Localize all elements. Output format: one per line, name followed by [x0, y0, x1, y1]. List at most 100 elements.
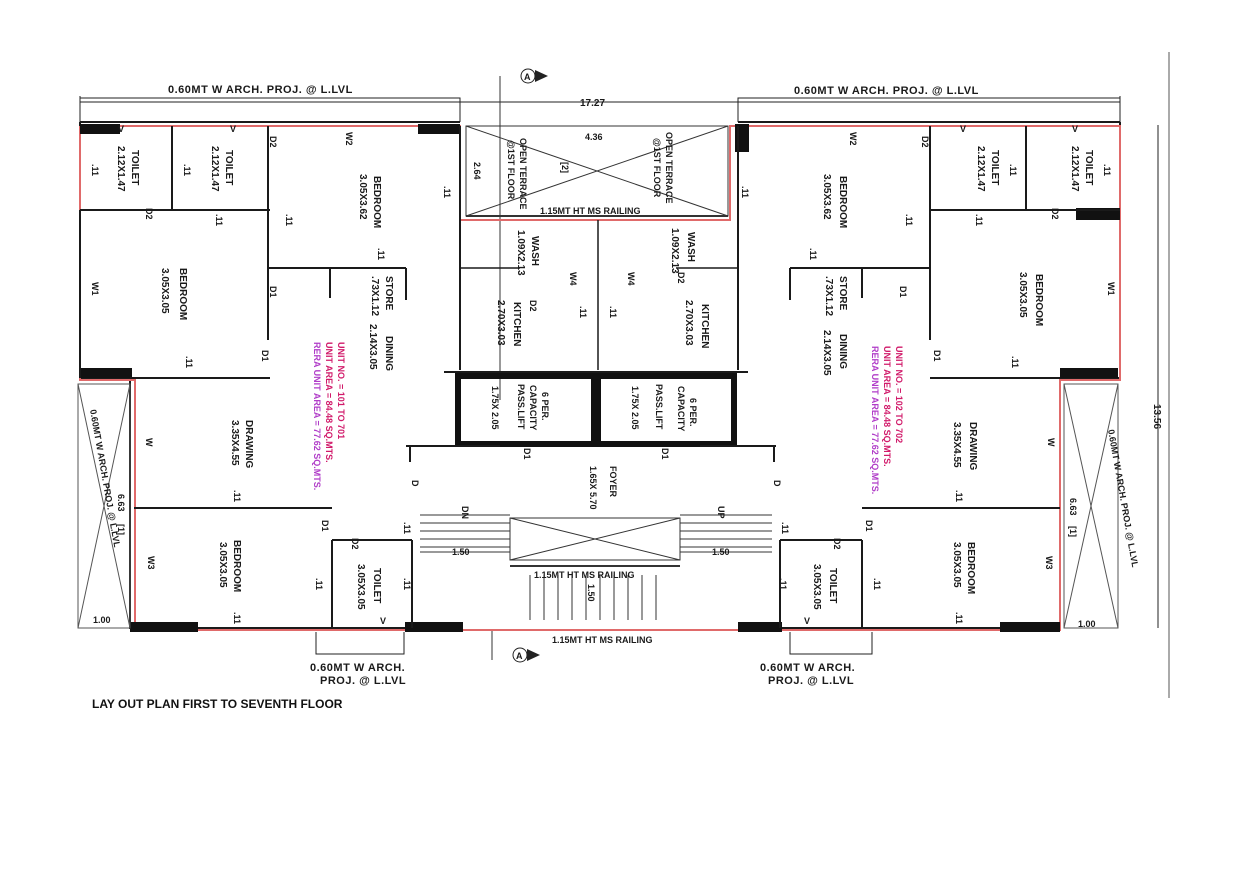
lift-2-line1: 6 PER. [688, 398, 698, 427]
bottom-projection-left-line2: PROJ. @ L.LVL [320, 675, 406, 687]
svg-text:.11: .11 [954, 612, 964, 624]
projection-right-dim: 1.00 [1078, 619, 1096, 629]
side-projection-left [77, 383, 131, 629]
left-toilet-2-name: TOILET [223, 150, 234, 185]
side-projection-right-label: 0.60MT W ARCH. PROJ. @ L.LVL [1106, 429, 1140, 569]
left-toilet-3-name: TOILET [371, 568, 382, 603]
svg-text:W3: W3 [1044, 556, 1054, 570]
lift-lobby-lines [406, 371, 776, 462]
lift-shafts [455, 373, 737, 447]
svg-text:.11: .11 [232, 490, 242, 502]
svg-text:D2: D2 [528, 300, 538, 312]
svg-text:.11: .11 [954, 490, 964, 502]
svg-text:.11: .11 [778, 578, 788, 590]
right-toilet-3-size: 3.05X3.05 [811, 564, 822, 610]
terrace-right-name: OPEN TERRACE [664, 132, 674, 204]
left-kitchen-size: 2.70X3.03 [495, 300, 506, 346]
svg-text:D1: D1 [932, 350, 942, 362]
svg-text:W3: W3 [146, 556, 156, 570]
svg-text:V: V [960, 124, 966, 134]
svg-text:.11: .11 [90, 164, 100, 176]
svg-text:D1: D1 [320, 520, 330, 532]
bottom-projections [315, 632, 873, 655]
right-kitchen-size: 2.70X3.03 [683, 300, 694, 346]
right-drawing-size: 3.35X4.55 [951, 422, 962, 468]
left-bedroom-bottom-name: BEDROOM [231, 540, 242, 592]
left-bedroom-left-name: BEDROOM [177, 268, 188, 320]
left-wash-size: 1.09X2.13 [515, 230, 526, 276]
projection-left-dim: 1.00 [93, 615, 111, 625]
svg-text:D: D [772, 480, 782, 487]
right-toilet-1-name: TOILET [1083, 150, 1094, 185]
section-marker-bottom: A [491, 630, 540, 663]
right-store-name: STORE [837, 276, 848, 311]
side-projection-right [1063, 383, 1119, 629]
left-kitchen-name: KITCHEN [511, 302, 522, 346]
staircase [420, 514, 772, 620]
svg-text:D2: D2 [676, 272, 686, 284]
right-drawing-name: DRAWING [967, 422, 978, 471]
svg-text:.11: .11 [1010, 356, 1020, 368]
svg-text:.11: .11 [740, 186, 750, 198]
svg-text:W4: W4 [568, 272, 578, 286]
svg-text:.11: .11 [232, 612, 242, 624]
left-toilet-1-size: 2.12X1.47 [115, 146, 126, 192]
interior-walls-right [737, 126, 1120, 628]
svg-text:V: V [1072, 124, 1078, 134]
right-dining-name: DINING [837, 334, 848, 369]
lift-2-size: 1.75X 2.05 [630, 386, 640, 430]
svg-text:D1: D1 [522, 448, 532, 460]
svg-text:.11: .11 [904, 214, 914, 226]
left-unit-area: UNIT AREA = 84.48 SQ.MTS. [324, 342, 334, 463]
svg-text:A: A [516, 651, 523, 661]
right-unit-no: UNIT NO. = 102 TO 702 [894, 346, 904, 443]
right-bedroom-top-name: BEDROOM [837, 176, 848, 228]
foyer-name: FOYER [608, 466, 618, 498]
right-bedroom-bottom-size: 3.05X3.05 [951, 542, 962, 588]
svg-text:.11: .11 [608, 306, 618, 318]
stair-railing-label: 1.15MT HT MS RAILING [534, 570, 635, 580]
stair-dn-label: DN [460, 506, 470, 519]
left-bedroom-left-size: 3.05X3.05 [159, 268, 170, 314]
svg-text:W2: W2 [344, 132, 354, 146]
svg-text:.11: .11 [872, 578, 882, 590]
stair-left-dim: 1.50 [452, 547, 470, 557]
top-projection-left [79, 97, 461, 122]
left-store-size: .73X1.12 [369, 276, 380, 316]
left-toilet-1-name: TOILET [129, 150, 140, 185]
svg-text:.11: .11 [182, 164, 192, 176]
svg-text:.11: .11 [402, 578, 412, 590]
right-bedroom-right-size: 3.05X3.05 [1017, 272, 1028, 318]
terrace-right-level: @1ST FLOOR [652, 138, 662, 198]
interior-walls-left [79, 126, 461, 628]
svg-text:W2: W2 [848, 132, 858, 146]
left-unit-no: UNIT NO. = 101 TO 701 [336, 342, 346, 439]
stair-right-dim: 1.50 [712, 547, 730, 557]
side-left-dim: 6.63 [116, 494, 126, 512]
side-right-ref: [1] [1068, 526, 1078, 537]
stair-up-label: UP [716, 506, 726, 519]
lift-1-line3: PASS.LIFT [516, 384, 526, 430]
svg-text:D1: D1 [898, 286, 908, 298]
right-unit-area: UNIT AREA = 84.48 SQ.MTS. [882, 346, 892, 467]
side-left-ref: [1] [116, 524, 126, 535]
svg-text:V: V [804, 616, 810, 626]
left-toilet-3-size: 3.05X3.05 [355, 564, 366, 610]
left-dining-name: DINING [383, 336, 394, 371]
top-projection-right [737, 97, 1121, 122]
svg-text:W1: W1 [1106, 282, 1116, 296]
terrace-ref-label: [2] [560, 162, 570, 173]
right-wash-size: 1.09X2.13 [669, 228, 680, 274]
svg-text:A: A [524, 72, 531, 82]
left-drawing-name: DRAWING [243, 420, 254, 469]
svg-text:V: V [118, 124, 124, 134]
svg-text:D2: D2 [832, 538, 842, 550]
svg-text:W4: W4 [626, 272, 636, 286]
svg-text:.11: .11 [578, 306, 588, 318]
terrace-railing-label: 1.15MT HT MS RAILING [540, 206, 641, 216]
open-terrace [465, 125, 729, 217]
svg-text:D1: D1 [268, 286, 278, 298]
right-wash-name: WASH [685, 232, 696, 262]
svg-text:.11: .11 [808, 248, 818, 260]
terrace-width-label: 4.36 [585, 132, 603, 142]
